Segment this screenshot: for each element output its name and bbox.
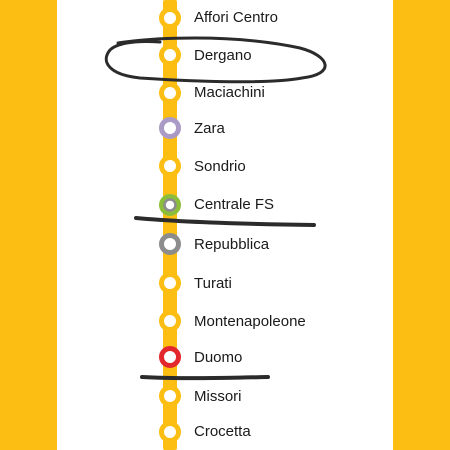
station-marker-sondrio (159, 155, 181, 177)
handwritten-annotations (104, 36, 327, 381)
station-marker-dergano (159, 44, 181, 66)
handwritten-line-below-duomo (140, 375, 270, 381)
handwritten-line-below-centrale-fs (134, 216, 316, 227)
map-panel (57, 0, 393, 450)
station-label-crocetta: Crocetta (194, 423, 251, 440)
station-label-affori-centro: Affori Centro (194, 9, 278, 26)
station-marker-affori-centro (159, 7, 181, 29)
station-label-dergano: Dergano (194, 47, 252, 64)
station-label-missori: Missori (194, 388, 242, 405)
metro-line-track (163, 0, 177, 450)
station-label-zara: Zara (194, 120, 225, 137)
station-marker-montenapoleone (159, 310, 181, 332)
station-marker-maciachini (159, 82, 181, 104)
station-label-montenapoleone: Montenapoleone (194, 313, 306, 330)
station-label-maciachini: Maciachini (194, 84, 265, 101)
station-label-repubblica: Repubblica (194, 236, 270, 253)
station-marker-duomo (159, 346, 181, 368)
station-marker-turati (159, 272, 181, 294)
station-marker-repubblica (159, 233, 181, 255)
station-marker-zara (159, 117, 181, 139)
station-marker-missori (159, 385, 181, 407)
station-marker-centrale-fs (159, 194, 181, 216)
station-marker-crocetta (159, 421, 181, 443)
handwritten-circle-around-dergano (104, 36, 327, 84)
station-label-turati: Turati (194, 275, 232, 292)
station-label-centrale-fs: Centrale FS (194, 196, 275, 213)
station-label-sondrio: Sondrio (194, 158, 246, 175)
station-label-duomo: Duomo (194, 349, 243, 366)
